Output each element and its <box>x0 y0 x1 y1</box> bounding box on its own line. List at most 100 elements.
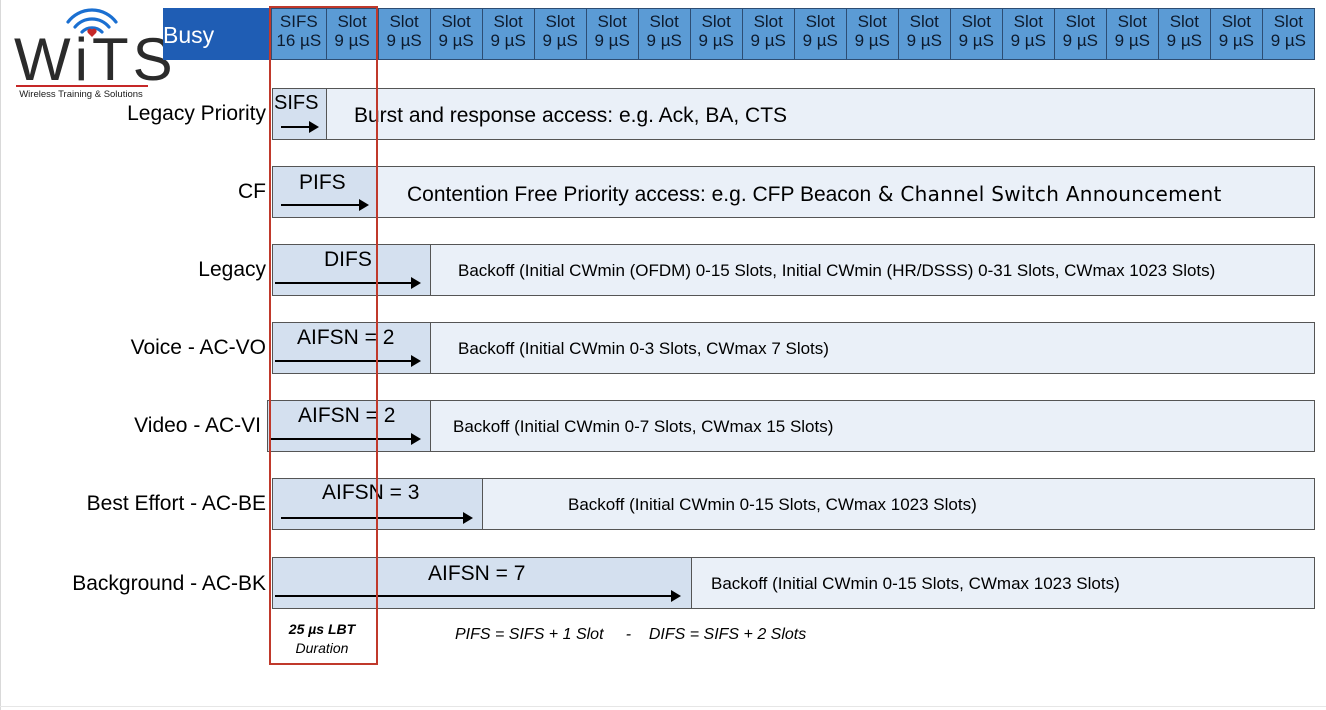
lbt-label: 25 µs LBT Duration <box>276 620 368 658</box>
slot-cell-duration: 9 µS <box>1218 31 1254 50</box>
logo-underline <box>16 85 148 87</box>
row-label-background: Background - AC-BK <box>72 572 266 595</box>
row-desc-voice: Backoff (Initial CWmin 0-3 Slots, CWmax … <box>458 339 829 358</box>
row-bar-best-effort <box>272 478 1315 530</box>
slot-cell-duration: 9 µS <box>802 31 838 50</box>
slot-cell-duration: 9 µS <box>490 31 526 50</box>
slot-cell-duration: 9 µS <box>334 31 370 50</box>
slot-cell-label: Slot <box>441 12 471 31</box>
busy-label: Busy <box>163 22 215 48</box>
row-desc-legacy-priority: Burst and response access: e.g. Ack, BA,… <box>354 104 788 127</box>
busy-block: Busy <box>163 8 271 60</box>
arrow-aifsn-bk <box>275 590 681 602</box>
row-bar-cf <box>272 166 1315 218</box>
wait-label-pifs: PIFS <box>299 171 346 194</box>
lbt-duration-box <box>269 6 378 665</box>
slot-cell-duration: 9 µS <box>1166 31 1202 50</box>
row-desc-best-effort: Backoff (Initial CWmin 0-15 Slots, CWmax… <box>568 495 977 514</box>
row-desc-cf: Contention Free Priority access: e.g. CF… <box>407 182 1222 207</box>
slot-cell-duration: 9 µS <box>750 31 786 50</box>
wait-label-sifs: SIFS <box>274 92 319 114</box>
slot-cell-duration: 9 µS <box>854 31 890 50</box>
slot-cell-label: Slot <box>701 12 731 31</box>
row-desc-cf-main: Contention Free Priority access: e.g. CF… <box>407 183 872 206</box>
slot-cell-label: Slot <box>545 12 575 31</box>
slot-cell-label: Slot <box>857 12 887 31</box>
slot-cell-duration: 9 µS <box>386 31 422 50</box>
slot-cell-label: Slot <box>597 12 627 31</box>
slot-cell-duration: 9 µS <box>698 31 734 50</box>
wait-label-aifsn-vo: AIFSN = 2 <box>297 326 395 349</box>
slot-cell-duration: 9 µS <box>1062 31 1098 50</box>
slot-cell-label: Slot <box>1169 12 1199 31</box>
wait-label-aifsn-be: AIFSN = 3 <box>322 481 420 504</box>
slot-cell-duration: 9 µS <box>1114 31 1150 50</box>
row-label-cf: CF <box>238 180 266 203</box>
slot-cell-duration: 9 µS <box>646 31 682 50</box>
slot-cell-label: Slot <box>1013 12 1043 31</box>
wait-segment-difs <box>273 245 431 295</box>
slot-cell-label: Slot <box>337 12 367 31</box>
row-bar-legacy-priority <box>272 88 1315 140</box>
slot-cell-duration: 9 µS <box>594 31 630 50</box>
slot-cell-label: Slot <box>1221 12 1251 31</box>
wait-segment-aifsn-be <box>273 479 483 529</box>
wifi-heart-icon <box>66 8 118 37</box>
slot-cell-duration: 9 µS <box>1010 31 1046 50</box>
wits-logo: WiTS Wireless Training & Solutions <box>14 6 177 102</box>
row-label-legacy: Legacy <box>198 258 266 281</box>
slot-cell-duration: 16 µS <box>276 31 322 50</box>
wait-label-aifsn-vi: AIFSN = 2 <box>298 404 396 427</box>
slot-cell-duration: 9 µS <box>542 31 578 50</box>
frame-left-border <box>0 0 1 710</box>
row-desc-background: Backoff (Initial CWmin 0-15 Slots, CWmax… <box>711 574 1120 593</box>
ifs-formula: PIFS = SIFS + 1 Slot - DIFS = SIFS + 2 S… <box>455 626 807 643</box>
slot-cell-label: Slot <box>753 12 783 31</box>
slot-cell-label: Slot <box>1273 12 1304 31</box>
slot-cell-label: Slot <box>1117 12 1147 31</box>
slot-cell-label: Slot <box>909 12 939 31</box>
row-bar-background <box>272 557 1315 609</box>
slot-cell-label: Slot <box>389 12 419 31</box>
logo-tagline: Wireless Training & Solutions <box>19 89 143 100</box>
row-label-best-effort: Best Effort - AC-BE <box>86 492 266 515</box>
row-desc-cf-extra: & Channel Switch Announcement <box>871 182 1222 206</box>
arrow-aifsn-vi <box>270 433 421 445</box>
slot-cell-label: Slot <box>649 12 679 31</box>
slot-cell-label: Slot <box>805 12 835 31</box>
lbt-label-line1: 25 µs LBT <box>288 621 356 637</box>
arrow-sifs <box>281 121 319 133</box>
wait-label-difs: DIFS <box>324 248 372 271</box>
frame-bottom-border <box>0 706 1326 707</box>
wait-label-aifsn-bk: AIFSN = 7 <box>428 562 526 585</box>
row-label-legacy-priority: Legacy Priority <box>127 102 266 125</box>
slot-cell-duration: 9 µS <box>958 31 994 50</box>
slot-cell-label: Slot <box>493 12 523 31</box>
arrow-difs <box>275 277 421 289</box>
row-bar-voice <box>272 322 1315 374</box>
row-desc-video: Backoff (Initial CWmin 0-7 Slots, CWmax … <box>453 417 834 436</box>
wait-segment-aifsn-bk <box>273 558 692 608</box>
row-bar-video <box>267 400 1315 452</box>
logo-wordmark: WiTS <box>14 26 177 93</box>
wait-segment-aifsn-vo <box>273 323 431 373</box>
row-label-voice: Voice - AC-VO <box>130 336 266 359</box>
